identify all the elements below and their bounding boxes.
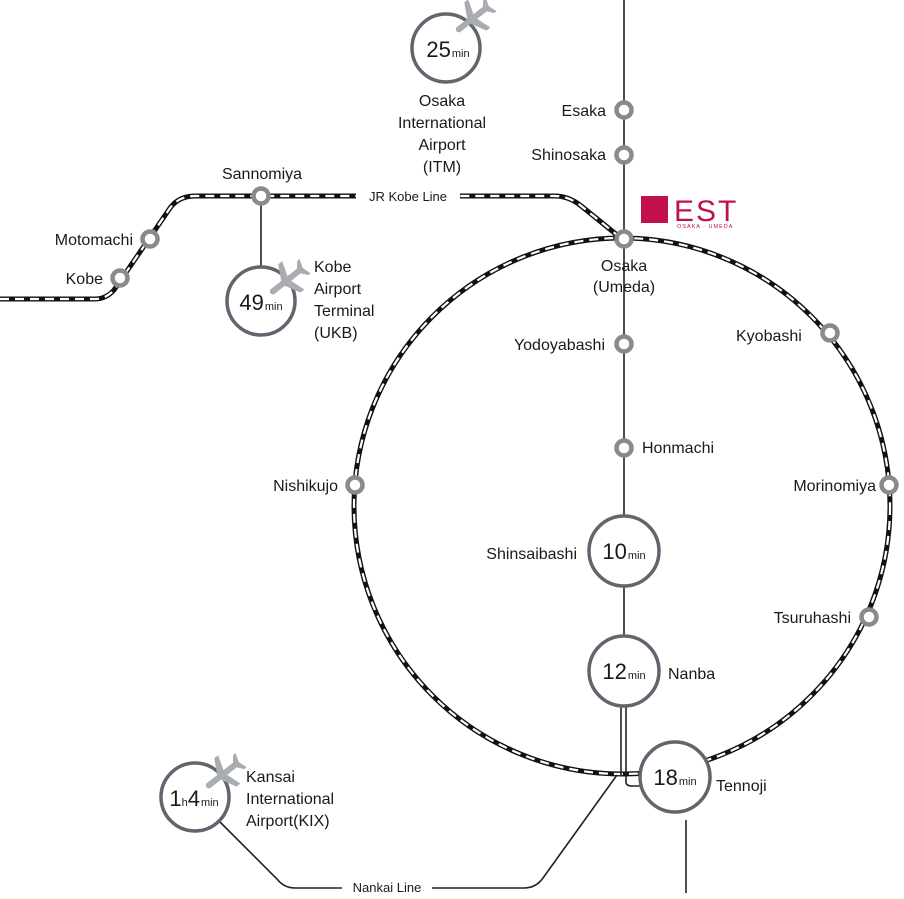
time-shinsaibashi: 10min xyxy=(602,539,645,564)
station-marker-morinomiya xyxy=(879,475,899,495)
logo-square xyxy=(641,196,668,223)
svg-text:Airport: Airport xyxy=(418,137,466,154)
station-marker-honmachi xyxy=(614,438,634,458)
station-marker-nishikujo xyxy=(345,475,365,495)
station-marker-shinosaka xyxy=(614,145,634,165)
station-marker-kobe xyxy=(110,268,130,288)
station-label-nishikujo: Nishikujo xyxy=(273,478,338,495)
station-label-kobe: Kobe xyxy=(66,271,103,288)
svg-text:Airport(KIX): Airport(KIX) xyxy=(246,813,330,830)
time-circles xyxy=(159,12,712,833)
time-nanba: 12min xyxy=(602,659,645,684)
airport-label-ukb: Kobe Airport Terminal (UKB) xyxy=(314,259,374,342)
station-marker-osaka xyxy=(614,229,634,249)
airport-label-itm: Osaka International Airport (ITM) xyxy=(398,93,486,176)
station-marker-motomachi xyxy=(140,229,160,249)
time-kix: 1h4min xyxy=(169,786,218,811)
time-tennoji: 18min xyxy=(653,765,696,790)
station-marker-yodoyabashi xyxy=(614,334,634,354)
logo-subtitle: OSAKA · UMEDA xyxy=(677,224,733,230)
station-label-shinosaka: Shinosaka xyxy=(531,147,606,164)
airport-label-kix: Kansai International Airport(KIX) xyxy=(246,769,334,830)
jr-kobe-line: JR Kobe Line xyxy=(0,187,624,302)
nankai-line-label: Nankai Line xyxy=(353,880,422,895)
station-label-kyobashi: Kyobashi xyxy=(736,328,802,345)
station-label-umeda: (Umeda) xyxy=(593,279,655,296)
time-circle-nanba xyxy=(587,634,661,708)
station-label-esaka: Esaka xyxy=(562,103,607,120)
svg-text:Osaka: Osaka xyxy=(419,93,465,110)
logo-text: EST xyxy=(674,195,738,228)
station-label-motomachi: Motomachi xyxy=(55,232,133,249)
jr-kobe-line-label: JR Kobe Line xyxy=(369,189,447,204)
svg-text:Kobe: Kobe xyxy=(314,259,351,276)
station-label-yodoyabashi: Yodoyabashi xyxy=(514,337,605,354)
nankai-line: Nankai Line xyxy=(219,774,618,897)
station-marker-sannomiya xyxy=(251,186,271,206)
station-label-nanba: Nanba xyxy=(668,666,715,683)
station-marker-tsuruhashi xyxy=(859,607,879,627)
midosuji-line xyxy=(620,0,687,893)
time-circle-tennoji xyxy=(638,740,712,814)
station-label-honmachi: Honmachi xyxy=(642,440,714,457)
station-label-morinomiya: Morinomiya xyxy=(793,478,876,495)
station-label-sannomiya: Sannomiya xyxy=(222,166,302,183)
svg-text:International: International xyxy=(246,791,334,808)
time-itm: 25min xyxy=(426,37,469,62)
time-circle-itm xyxy=(410,12,482,84)
station-label-tsuruhashi: Tsuruhashi xyxy=(774,610,851,627)
station-label-tennoji: Tennoji xyxy=(716,778,767,795)
station-label-shinsaibashi: Shinsaibashi xyxy=(486,546,577,563)
svg-text:Terminal: Terminal xyxy=(314,303,374,320)
station-markers xyxy=(110,100,899,627)
time-circle-shinsaibashi xyxy=(587,514,661,588)
svg-text:Airport: Airport xyxy=(314,281,362,298)
est-logo: EST OSAKA · UMEDA xyxy=(641,195,738,230)
station-label-osaka: Osaka xyxy=(601,258,647,275)
station-marker-esaka xyxy=(614,100,634,120)
station-marker-kyobashi xyxy=(820,323,840,343)
svg-text:(UKB): (UKB) xyxy=(314,325,358,342)
svg-text:Kansai: Kansai xyxy=(246,769,295,786)
svg-text:International: International xyxy=(398,115,486,132)
svg-text:(ITM): (ITM) xyxy=(423,159,461,176)
time-ukb: 49min xyxy=(239,290,282,315)
